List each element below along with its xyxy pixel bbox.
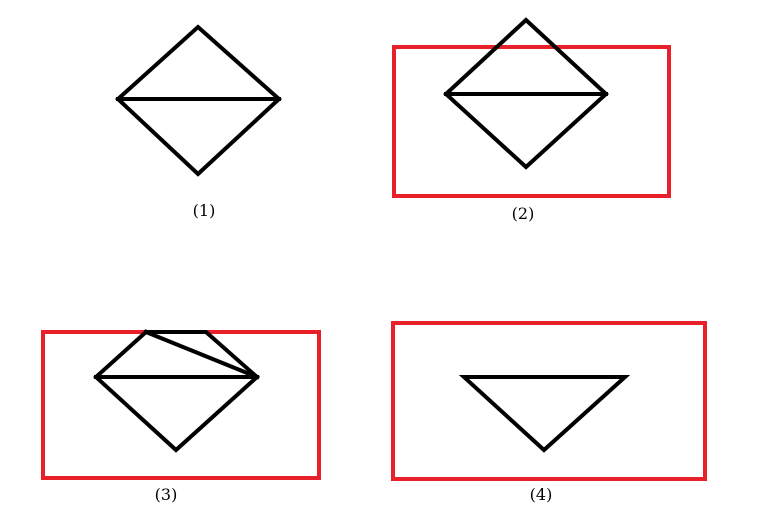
- panel-caption-1: (1): [193, 201, 216, 220]
- diamond-shape: [115, 24, 282, 177]
- clip-window: [392, 45, 671, 198]
- panel-caption-2: (2): [512, 204, 535, 223]
- triangle-shape: [458, 375, 631, 453]
- panel-2: (2): [392, 17, 671, 223]
- clip-artifact-edge: [143, 329, 260, 380]
- panel-caption-4: (4): [530, 485, 553, 504]
- diamond-shape: [443, 17, 609, 170]
- panel-4: (4): [391, 321, 707, 504]
- clip-window: [41, 330, 321, 480]
- panel-caption-3: (3): [155, 485, 178, 504]
- panel-1: (1): [115, 24, 282, 220]
- panel-3: (3): [41, 329, 321, 504]
- clip-window: [391, 321, 707, 481]
- clipped-polygon: [93, 329, 261, 453]
